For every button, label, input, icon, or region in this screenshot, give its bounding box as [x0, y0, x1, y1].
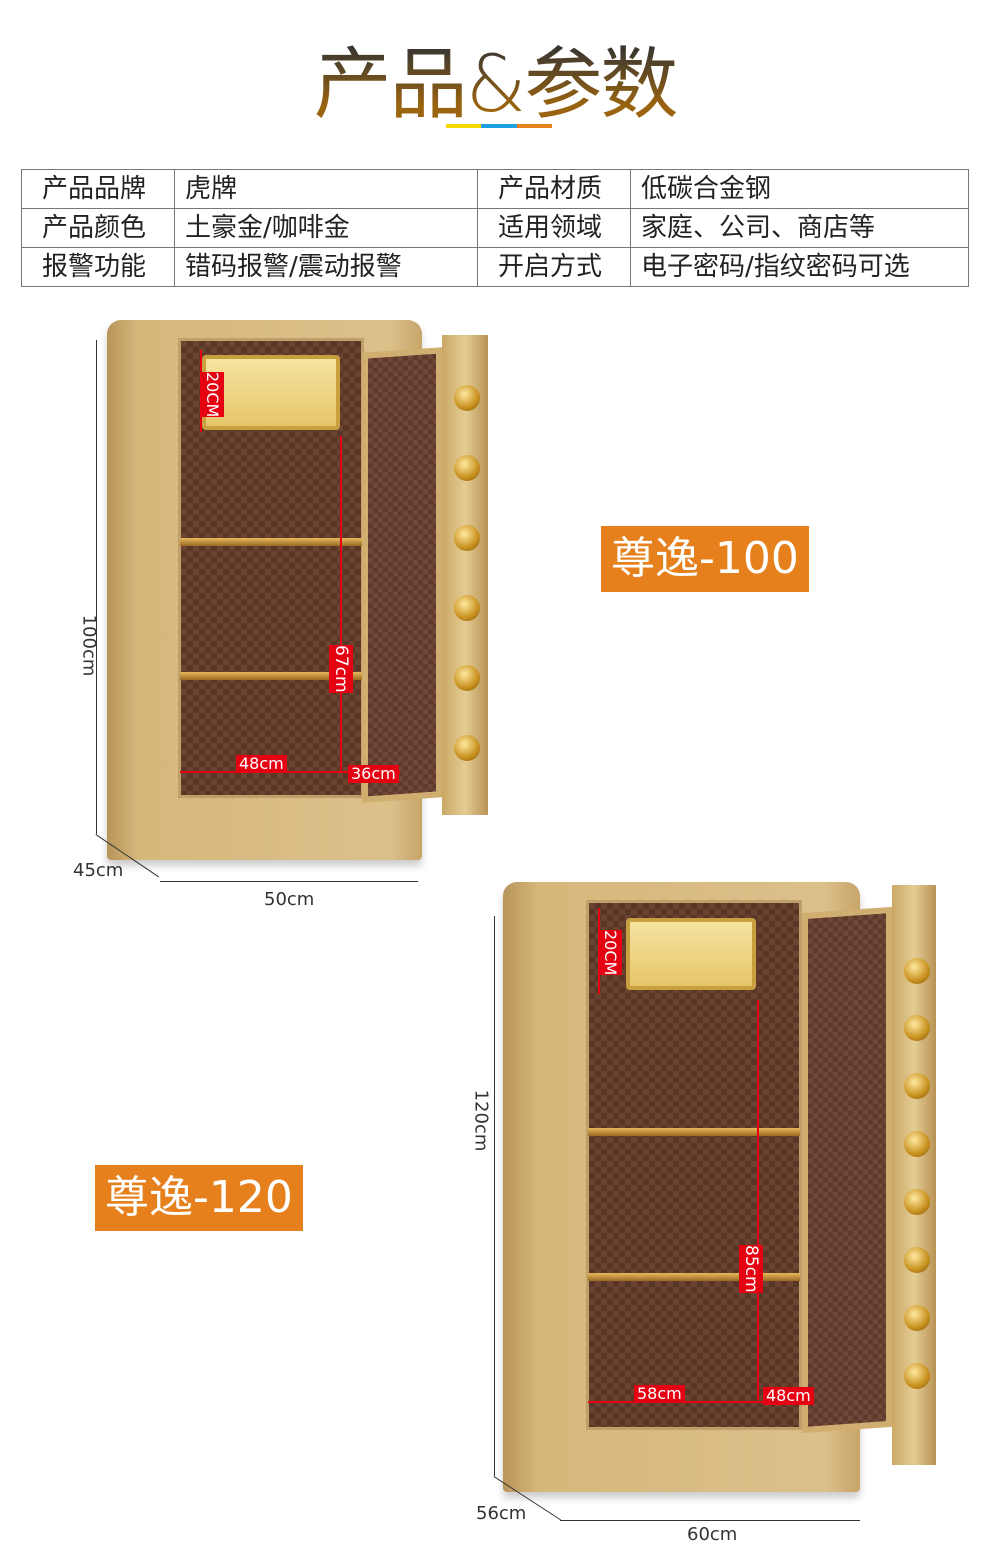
inner-height-tag: 67cm [329, 645, 353, 693]
spec-key: 报警功能 [21, 247, 175, 287]
height-label: 100cm [78, 614, 100, 677]
bolt-icon [904, 1015, 930, 1041]
dimension-line [494, 916, 495, 1476]
bolt-icon [904, 958, 930, 984]
table-row: 产品品牌虎牌 产品材质低碳合金钢 [21, 169, 969, 209]
table-row: 产品颜色土豪金/咖啡金 适用领域家庭、公司、商店等 [21, 208, 969, 248]
spec-table: 产品品牌虎牌 产品材质低碳合金钢 产品颜色土豪金/咖啡金 适用领域家庭、公司、商… [21, 169, 969, 287]
inner-depth-tag: 48cm [763, 1387, 814, 1405]
title-underline [446, 124, 552, 128]
spec-key: 产品品牌 [21, 169, 175, 209]
spec-value: 低碳合金钢 [630, 169, 969, 209]
spec-key: 产品材质 [477, 169, 631, 209]
drawer-height-tag: 20CM [200, 372, 224, 418]
bolt-icon [454, 455, 480, 481]
inner-width-tag: 48cm [236, 755, 287, 773]
shelf [180, 672, 364, 680]
page-title: 产品&参数 [0, 22, 990, 134]
shelf [588, 1128, 800, 1136]
bolt-icon [904, 1363, 930, 1389]
bolt-icon [904, 1131, 930, 1157]
width-label: 60cm [687, 1524, 738, 1545]
spec-value: 土豪金/咖啡金 [174, 208, 478, 248]
safe-door [802, 906, 892, 1434]
bolt-icon [454, 525, 480, 551]
inner-width-tag: 58cm [634, 1385, 685, 1403]
height-label: 120cm [470, 1089, 492, 1152]
dimension-line [96, 340, 97, 834]
model-badge: 尊逸-100 [601, 526, 809, 592]
width-label: 50cm [264, 889, 315, 910]
dimension-line [560, 1520, 860, 1521]
bolt-icon [454, 735, 480, 761]
shelf [588, 1273, 800, 1281]
bolt-icon [904, 1305, 930, 1331]
spec-value: 电子密码/指纹密码可选 [630, 247, 969, 287]
shelf [180, 538, 364, 546]
spec-value: 家庭、公司、商店等 [630, 208, 969, 248]
spec-key: 适用领域 [477, 208, 631, 248]
dimension-line [588, 1401, 808, 1403]
spec-key: 开启方式 [477, 247, 631, 287]
table-row: 报警功能错码报警/震动报警 开启方式电子密码/指纹密码可选 [21, 247, 969, 287]
spec-value: 虎牌 [174, 169, 478, 209]
inner-height-tag: 85cm [739, 1245, 763, 1293]
bolt-icon [454, 385, 480, 411]
safe-drawer [626, 918, 756, 990]
safe-door [362, 347, 442, 803]
bolt-icon [454, 665, 480, 691]
bolt-icon [904, 1073, 930, 1099]
dimension-line [757, 1000, 759, 1400]
drawer-height-tag: 20CM [598, 930, 622, 976]
spec-value: 错码报警/震动报警 [174, 247, 478, 287]
inner-depth-tag: 36cm [348, 765, 399, 783]
safe-drawer [202, 355, 340, 430]
depth-label: 45cm [73, 860, 124, 881]
bolt-icon [904, 1189, 930, 1215]
model-badge: 尊逸-120 [95, 1165, 303, 1231]
dimension-line [340, 436, 342, 771]
depth-label: 56cm [476, 1503, 527, 1524]
dimension-line [160, 881, 418, 882]
bolt-icon [904, 1247, 930, 1273]
spec-key: 产品颜色 [21, 208, 175, 248]
bolt-icon [454, 595, 480, 621]
dimension-line [180, 771, 400, 773]
